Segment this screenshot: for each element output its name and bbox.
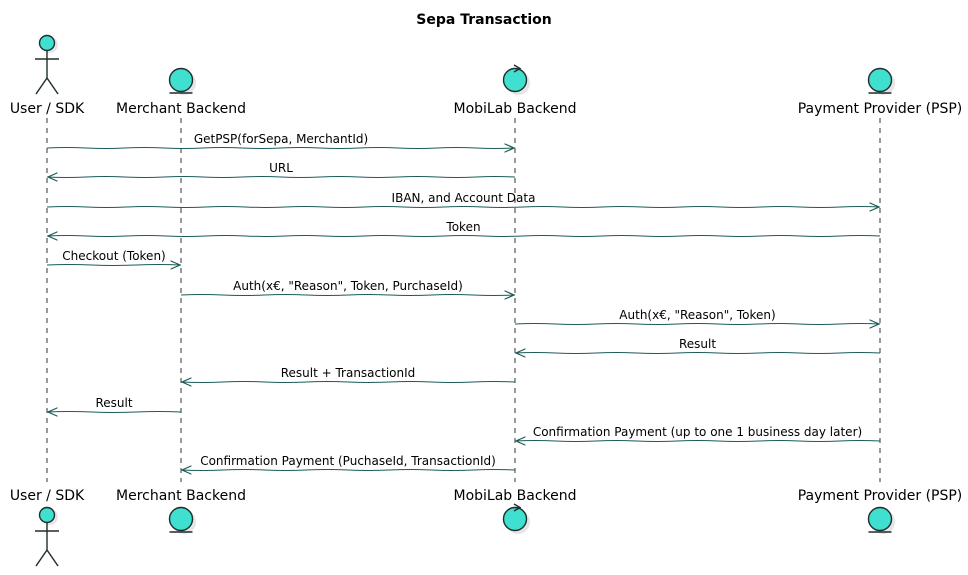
- message-9: Result + TransactionId: [180, 366, 516, 387]
- participant-label-mobilab: MobiLab Backend: [454, 488, 577, 504]
- arrowhead-icon: [46, 231, 58, 241]
- message-arrow: [514, 323, 881, 325]
- arrowhead-icon: [170, 260, 182, 270]
- lifelines: [46, 118, 881, 482]
- message-arrow: [46, 411, 182, 413]
- message-4: Token: [46, 220, 881, 241]
- actor-icon: [35, 34, 59, 95]
- messages: GetPSP(forSepa, MerchantId) URL IBAN, and …: [46, 132, 881, 475]
- participant-label-psp: Payment Provider (PSP): [798, 101, 963, 117]
- participants-top: User / SDK Merchant Backend MobiLab Backen…: [10, 34, 963, 117]
- entity-icon: [867, 67, 895, 95]
- message-10: Result: [46, 396, 182, 417]
- message-label: GetPSP(forSepa, MerchantId): [194, 132, 368, 146]
- arrowhead-icon: [504, 143, 516, 153]
- message-arrow: [46, 206, 881, 208]
- arrowhead-icon: [180, 465, 192, 475]
- participant-label-psp: Payment Provider (PSP): [798, 488, 963, 504]
- control-icon: [502, 64, 530, 95]
- entity-icon: [867, 506, 895, 534]
- message-arrow: [46, 235, 881, 237]
- message-arrow: [46, 264, 182, 266]
- message-label: Confirmation Payment (up to one 1 busine…: [533, 425, 862, 439]
- message-label: Checkout (Token): [62, 249, 165, 263]
- message-arrow: [180, 469, 516, 471]
- message-label: URL: [269, 161, 293, 175]
- message-label: Confirmation Payment (PuchaseId, Transac…: [200, 454, 496, 468]
- participant-label-user: User / SDK: [10, 101, 85, 117]
- arrowhead-icon: [46, 172, 58, 182]
- actor-head: [38, 506, 56, 524]
- message-arrow: [514, 352, 881, 354]
- message-label: Result + TransactionId: [281, 366, 416, 380]
- participant-label-merchant: Merchant Backend: [116, 488, 246, 504]
- participant-label-user: User / SDK: [10, 488, 85, 504]
- entity-icon: [168, 67, 196, 95]
- arrowhead-icon: [180, 377, 192, 387]
- message-11: Confirmation Payment (up to one 1 busine…: [514, 425, 881, 446]
- message-2: URL: [46, 161, 516, 182]
- message-arrow: [180, 381, 516, 383]
- message-arrow: [46, 147, 516, 149]
- participant-label-mobilab: MobiLab Backend: [454, 101, 577, 117]
- participants-bottom: User / SDK Merchant Backend MobiLab Backen…: [10, 488, 963, 567]
- message-5: Checkout (Token): [46, 249, 182, 270]
- message-label: Auth(x€, "Reason", Token): [619, 308, 775, 322]
- message-label: IBAN, and Account Data: [392, 191, 536, 205]
- arrowhead-icon: [514, 436, 526, 446]
- arrowhead-icon: [514, 348, 526, 358]
- message-label: Auth(x€, "Reason", Token, PurchaseId): [233, 279, 463, 293]
- message-label: Token: [445, 220, 480, 234]
- arrowhead-icon: [869, 319, 881, 329]
- message-8: Result: [514, 337, 881, 358]
- message-arrow: [46, 176, 516, 178]
- message-12: Confirmation Payment (PuchaseId, Transac…: [180, 454, 516, 475]
- message-arrow: [180, 294, 516, 296]
- control-icon: [502, 503, 530, 534]
- entity-icon: [168, 506, 196, 534]
- actor-head: [38, 34, 56, 52]
- message-6: Auth(x€, "Reason", Token, PurchaseId): [180, 279, 516, 300]
- actor-icon: [35, 506, 59, 567]
- message-label: Result: [95, 396, 132, 410]
- participant-label-merchant: Merchant Backend: [116, 101, 246, 117]
- message-7: Auth(x€, "Reason", Token): [514, 308, 881, 329]
- message-label: Result: [679, 337, 716, 351]
- arrowhead-icon: [504, 290, 516, 300]
- message-arrow: [514, 440, 881, 442]
- arrowhead-icon: [46, 407, 58, 417]
- diagram-title: Sepa Transaction: [416, 12, 551, 28]
- message-3: IBAN, and Account Data: [46, 191, 881, 212]
- arrowhead-icon: [869, 202, 881, 212]
- message-1: GetPSP(forSepa, MerchantId): [46, 132, 516, 153]
